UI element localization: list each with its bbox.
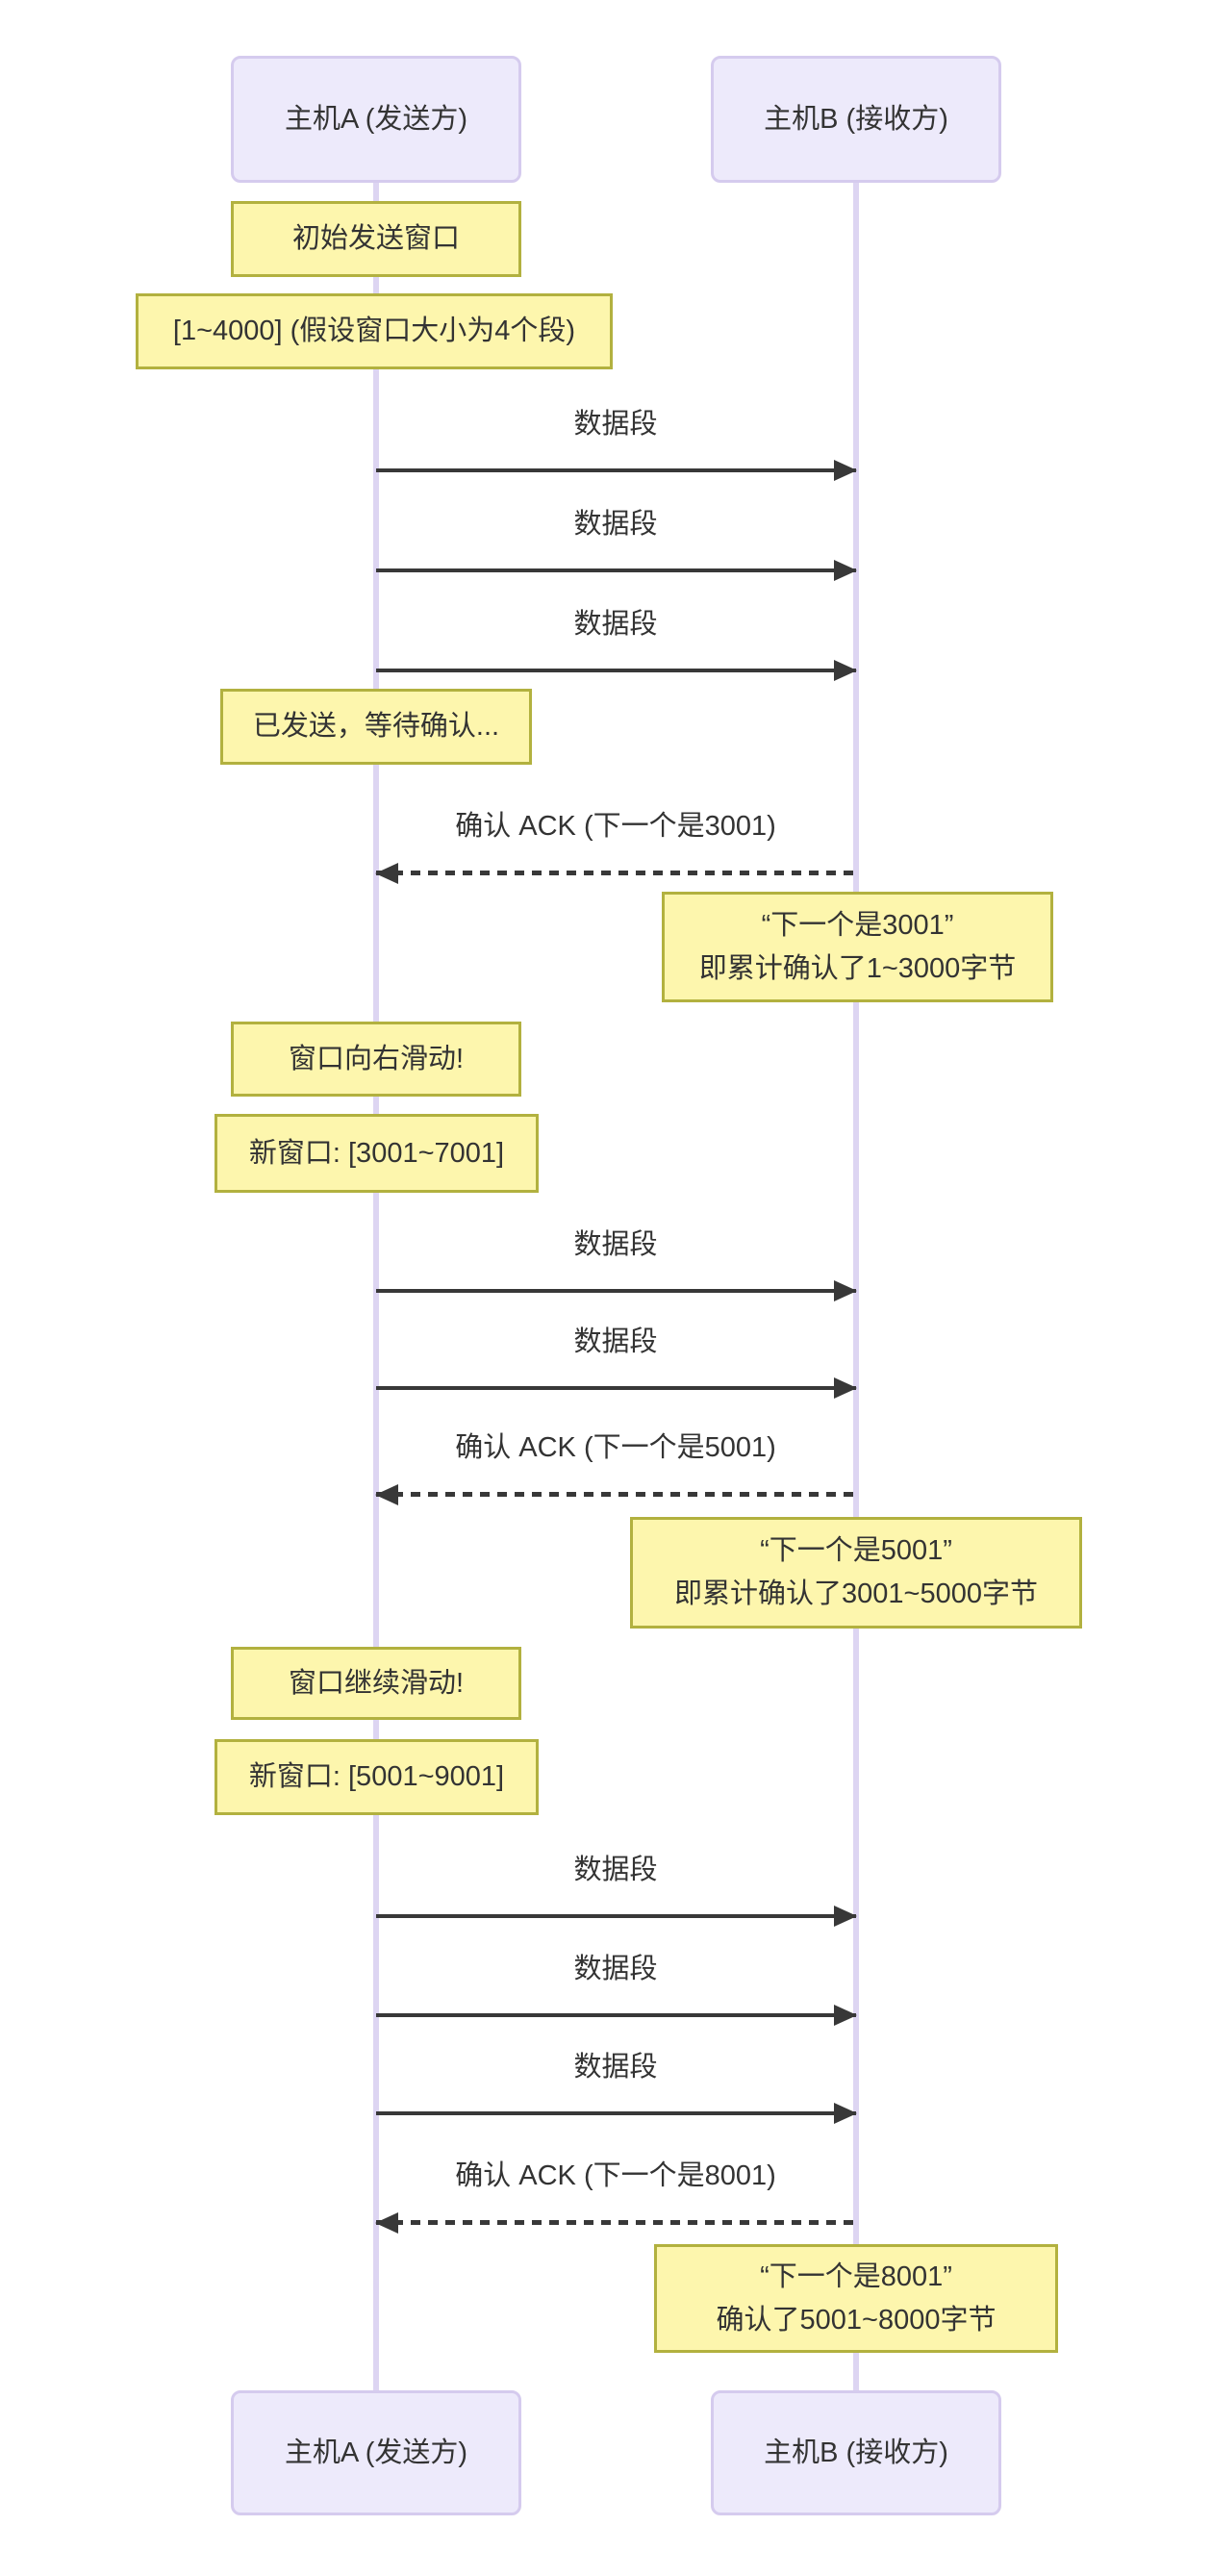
- message-arrow-ack-3001: [376, 871, 856, 875]
- message-arrow-data-segment-2: [376, 568, 856, 572]
- message-label-data-segment-5: 数据段: [573, 1326, 658, 1357]
- actor-host-a-top: 主机A (发送方): [231, 56, 521, 183]
- message-label-data-segment-1: 数据段: [573, 409, 658, 440]
- message-label-ack-5001: 确认 ACK (下一个是5001): [455, 1432, 776, 1463]
- note-text-line1: “下一个是5001”: [760, 1535, 952, 1567]
- note-text-line1: “下一个是8001”: [760, 2260, 952, 2292]
- actor-host-b-label: 主机B (接收方): [764, 103, 948, 135]
- note-text: 新窗口: [5001~9001]: [248, 1761, 505, 1793]
- message-arrow-data-segment-8: [376, 2111, 856, 2115]
- actor-host-b-top: 主机B (接收方): [711, 56, 1001, 183]
- lifeline-host-a: [373, 183, 379, 2390]
- message-arrow-ack-5001: [376, 1492, 856, 1497]
- message-label-data-segment-2: 数据段: [573, 509, 658, 540]
- message-label-data-segment-7: 数据段: [573, 1954, 658, 1984]
- note-window-range-1-4000: [1~4000] (假设窗口大小为4个段): [136, 293, 613, 369]
- message-arrow-data-segment-1: [376, 468, 856, 472]
- message-label-data-segment-6: 数据段: [573, 1855, 658, 1885]
- note-initial-send-window: 初始发送窗口: [231, 201, 521, 277]
- note-text-line1: “下一个是3001”: [761, 909, 954, 941]
- message-label-ack-8001: 确认 ACK (下一个是8001): [455, 2160, 776, 2191]
- note-text: 初始发送窗口: [291, 223, 460, 255]
- note-window-slide-right: 窗口向右滑动!: [231, 1022, 521, 1097]
- message-label-data-segment-8: 数据段: [573, 2052, 658, 2083]
- note-text: 窗口向右滑动!: [288, 1043, 465, 1074]
- note-text: 新窗口: [3001~7001]: [248, 1137, 505, 1169]
- message-arrow-data-segment-3: [376, 669, 856, 672]
- note-text: [1~4000] (假设窗口大小为4个段): [172, 316, 576, 347]
- note-window-keep-sliding: 窗口继续滑动!: [231, 1647, 521, 1720]
- note-text-line2: 即累计确认了1~3000字节: [698, 952, 1017, 984]
- note-sent-waiting-ack: 已发送，等待确认...: [220, 689, 532, 765]
- note-text: 已发送，等待确认...: [252, 711, 500, 743]
- note-text-line2: 确认了5001~8000字节: [716, 2304, 997, 2336]
- note-next-is-5001: “下一个是5001” 即累计确认了3001~5000字节: [630, 1517, 1082, 1629]
- note-new-window-5001-9001: 新窗口: [5001~9001]: [214, 1739, 539, 1815]
- actor-host-a-label-bottom: 主机A (发送方): [284, 2437, 468, 2468]
- note-text: 窗口继续滑动!: [288, 1667, 465, 1699]
- message-arrow-data-segment-6: [376, 1914, 856, 1918]
- actor-host-b-label-bottom: 主机B (接收方): [764, 2437, 948, 2468]
- actor-host-a-bottom: 主机A (发送方): [231, 2390, 521, 2515]
- message-arrow-ack-8001: [376, 2220, 856, 2225]
- note-next-is-8001: “下一个是8001” 确认了5001~8000字节: [654, 2244, 1058, 2353]
- note-new-window-3001-7001: 新窗口: [3001~7001]: [214, 1114, 539, 1193]
- actor-host-b-bottom: 主机B (接收方): [711, 2390, 1001, 2515]
- note-next-is-3001: “下一个是3001” 即累计确认了1~3000字节: [662, 892, 1053, 1002]
- message-arrow-data-segment-4: [376, 1289, 856, 1293]
- note-text-line2: 即累计确认了3001~5000字节: [674, 1578, 1038, 1609]
- message-label-ack-3001: 确认 ACK (下一个是3001): [455, 811, 776, 842]
- message-arrow-data-segment-5: [376, 1386, 856, 1390]
- message-label-data-segment-4: 数据段: [573, 1229, 658, 1260]
- actor-host-a-label: 主机A (发送方): [284, 103, 468, 135]
- message-arrow-data-segment-7: [376, 2013, 856, 2017]
- message-label-data-segment-3: 数据段: [573, 609, 658, 640]
